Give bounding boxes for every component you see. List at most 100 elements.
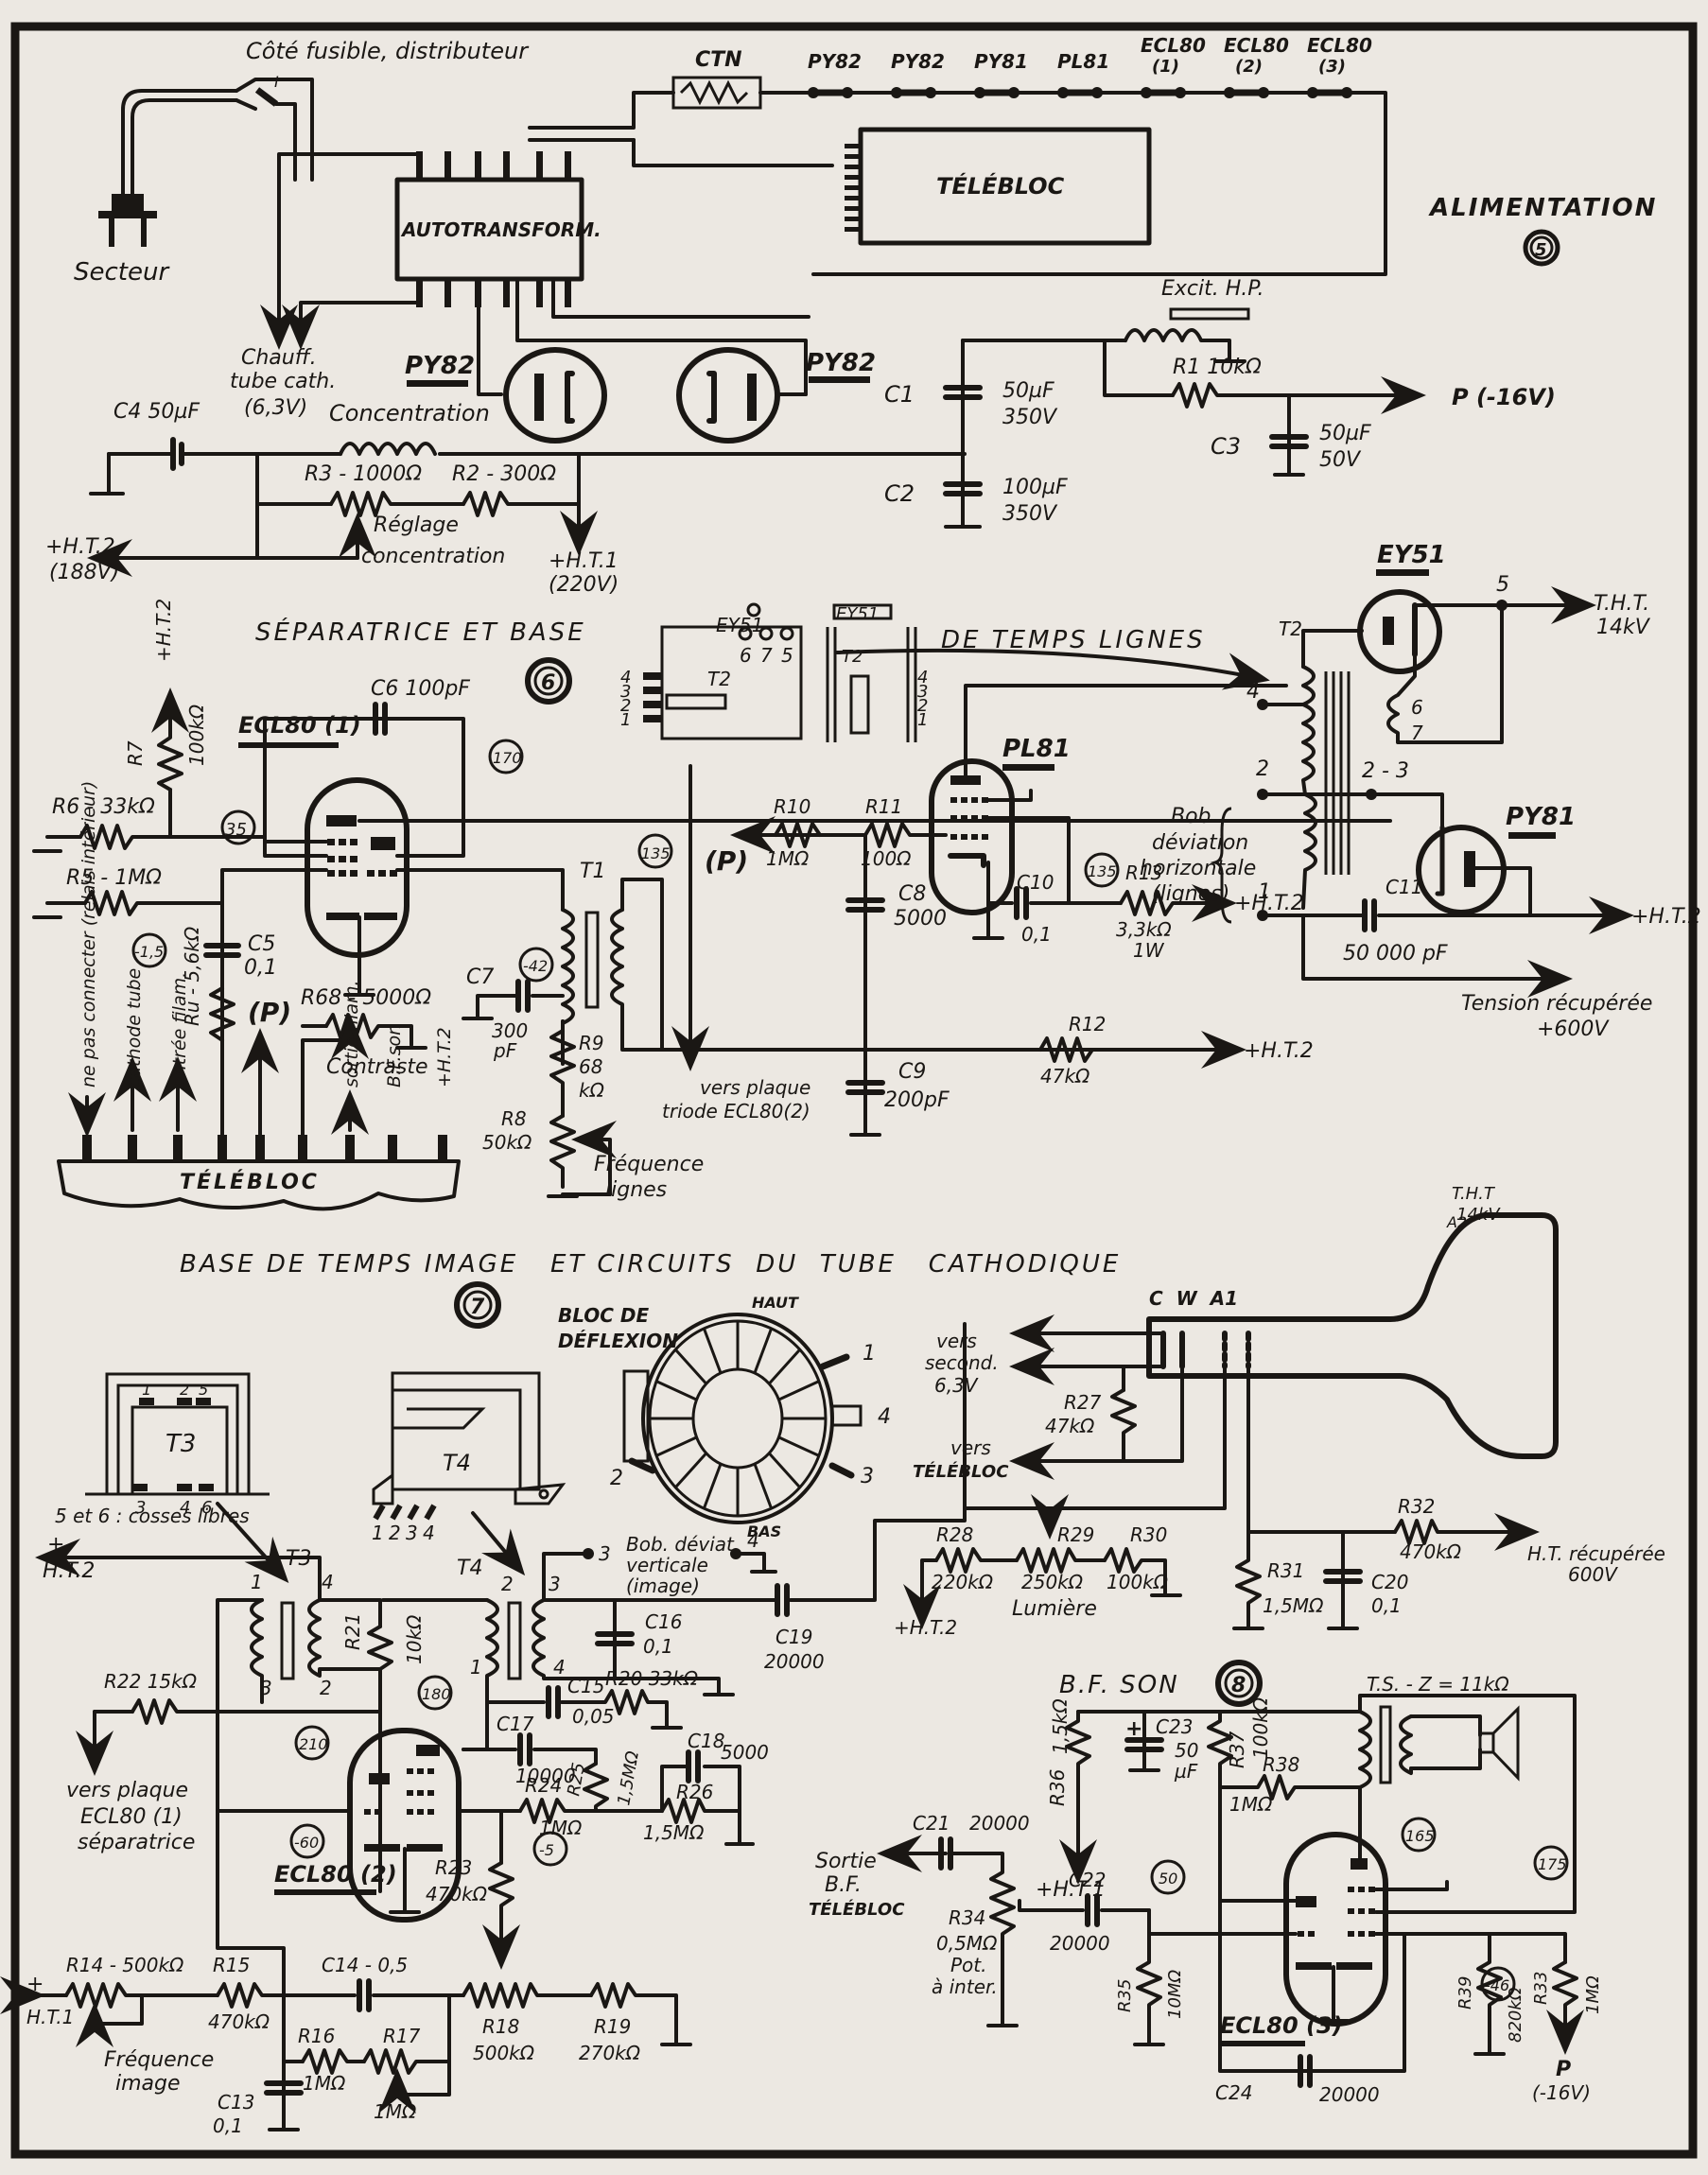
telebloc-pin <box>845 175 861 180</box>
r3-resistor <box>329 491 465 517</box>
c5-capacitor <box>203 943 241 958</box>
section-7-number: 7 <box>470 1296 485 1319</box>
r37-name: R37 <box>1226 1731 1248 1768</box>
r23-name: R23 <box>435 1856 472 1879</box>
r29-potentiometer <box>1015 1547 1107 1574</box>
r26-resistor <box>660 1798 741 1844</box>
c9-name: C9 <box>898 1060 926 1084</box>
wire <box>515 277 808 396</box>
r14-label: R14 - 500kΩ <box>66 1954 184 1976</box>
wire <box>532 1748 598 1766</box>
r11-resistor <box>863 822 948 848</box>
ey51-tube <box>1357 589 1442 674</box>
vers-telebloc-2: TÉLÉBLOC <box>913 1461 1009 1482</box>
autotransformer-pin-top <box>475 151 481 180</box>
c4-label: C4 50µF <box>113 400 200 424</box>
voltage-marker-35 <box>220 809 256 845</box>
c10-name: C10 <box>1017 871 1054 894</box>
r7-name: R7 <box>124 740 147 766</box>
voltage-minus-1-5: -1,5 <box>134 943 164 961</box>
r39-name: R39 <box>1455 1976 1475 2010</box>
t1-core <box>584 911 600 1009</box>
r27-value: 47kΩ <box>1045 1415 1095 1437</box>
r8-potentiometer <box>549 1114 576 1189</box>
t4-sketch-pin-label: 1 <box>372 1522 384 1544</box>
tube-anode <box>369 1773 390 1784</box>
bob-pin-3: 3 <box>599 1542 611 1565</box>
wire <box>1018 1899 1042 1912</box>
r30-resistor <box>1103 1547 1167 1595</box>
telebloc-pin <box>845 196 861 200</box>
terminal-2-3 <box>1366 789 1377 800</box>
output-transformer-secondary <box>1399 1714 1413 1775</box>
heater-chain-label: PY82 <box>891 50 945 73</box>
t2-side-pin-label: 4 <box>620 668 631 687</box>
r31-name: R31 <box>1267 1559 1304 1582</box>
c16-value: 0,1 <box>643 1635 673 1658</box>
heater-chain-label: PY81 <box>974 50 1028 73</box>
telebloc-strip-pin <box>128 1135 137 1161</box>
r24-name: R24 <box>525 1774 562 1797</box>
wire <box>1009 1365 1184 1480</box>
c2-value-2: 350V <box>1002 502 1058 526</box>
c16-name: C16 <box>645 1610 682 1633</box>
t4-sketch-pin-label: 2 <box>389 1522 401 1544</box>
c23-capacitor <box>1124 1737 1164 1752</box>
autotransformer-pin-bottom <box>444 279 451 307</box>
voltage-135-b: 135 <box>1088 862 1117 880</box>
t3-top-pin <box>139 1398 154 1405</box>
voltage-marker-minus-42 <box>518 947 554 983</box>
wire <box>318 1598 382 1628</box>
t2-pointer-arrow <box>835 648 1270 690</box>
r33-name: R33 <box>1531 1972 1551 2005</box>
telebloc-strip-pin <box>345 1135 355 1161</box>
switch-label: I <box>274 73 279 91</box>
yoke-winding-spoke <box>777 1380 820 1401</box>
wire <box>216 1598 352 1813</box>
wire <box>632 138 834 167</box>
bloc-label-1: BLOC DE <box>558 1304 650 1327</box>
section-8-number: 8 <box>1231 1674 1246 1697</box>
label-underline <box>809 376 870 383</box>
heater-chain-label: ECL80 <box>1141 34 1206 57</box>
r7-resistor <box>151 687 189 792</box>
voltage-marker-135 <box>637 833 673 869</box>
r36-value: 1,5kΩ <box>1049 1698 1072 1754</box>
r9-value-2: kΩ <box>579 1079 605 1102</box>
contraste-label: Contraste <box>326 1055 428 1079</box>
c10-capacitor <box>1014 886 1029 920</box>
label-underline <box>1376 569 1429 576</box>
tube-anode <box>950 775 981 785</box>
r9-name: R9 <box>579 1032 604 1054</box>
vers-second-3: 6,3V <box>934 1374 979 1397</box>
r12-value: 47kΩ <box>1040 1065 1090 1088</box>
p-output-label: P (-16V) <box>1452 384 1556 410</box>
c21-capacitor <box>938 1836 953 1870</box>
t2-winding <box>1301 665 1317 910</box>
ht1-label: +H.T.1 <box>549 549 619 573</box>
telebloc-strip-pins <box>68 1056 447 1161</box>
telebloc-pin <box>845 206 861 211</box>
yoke-winding-spoke <box>655 1436 698 1457</box>
r1-label: R1 10kΩ <box>1173 356 1262 379</box>
autotransformer-pin-top <box>416 151 423 180</box>
r29-name: R29 <box>1057 1523 1094 1546</box>
vers-telebloc-1: vers <box>950 1436 991 1459</box>
output-transformer-primary <box>1358 1710 1372 1846</box>
heater-chain-sublabel: (2) <box>1235 57 1263 77</box>
c21-value: 20000 <box>969 1812 1030 1835</box>
wire <box>1301 629 1364 669</box>
r36-ht1: +H.T.1 <box>1036 1878 1106 1902</box>
wire <box>964 684 1288 777</box>
r17-value: 1MΩ <box>374 2100 417 2123</box>
t2-top-pin <box>738 626 753 641</box>
telebloc-strip-pin <box>218 1135 227 1161</box>
c8-name: C8 <box>898 882 926 906</box>
yoke-spokes <box>650 1321 826 1516</box>
r15-name: R15 <box>213 1954 250 1976</box>
label-underline <box>1508 832 1556 839</box>
t2-side-pin-label-right: 3 <box>917 682 928 702</box>
autotransformer-pin-bottom <box>416 279 423 307</box>
pin-7-label: 7 <box>1411 722 1423 744</box>
